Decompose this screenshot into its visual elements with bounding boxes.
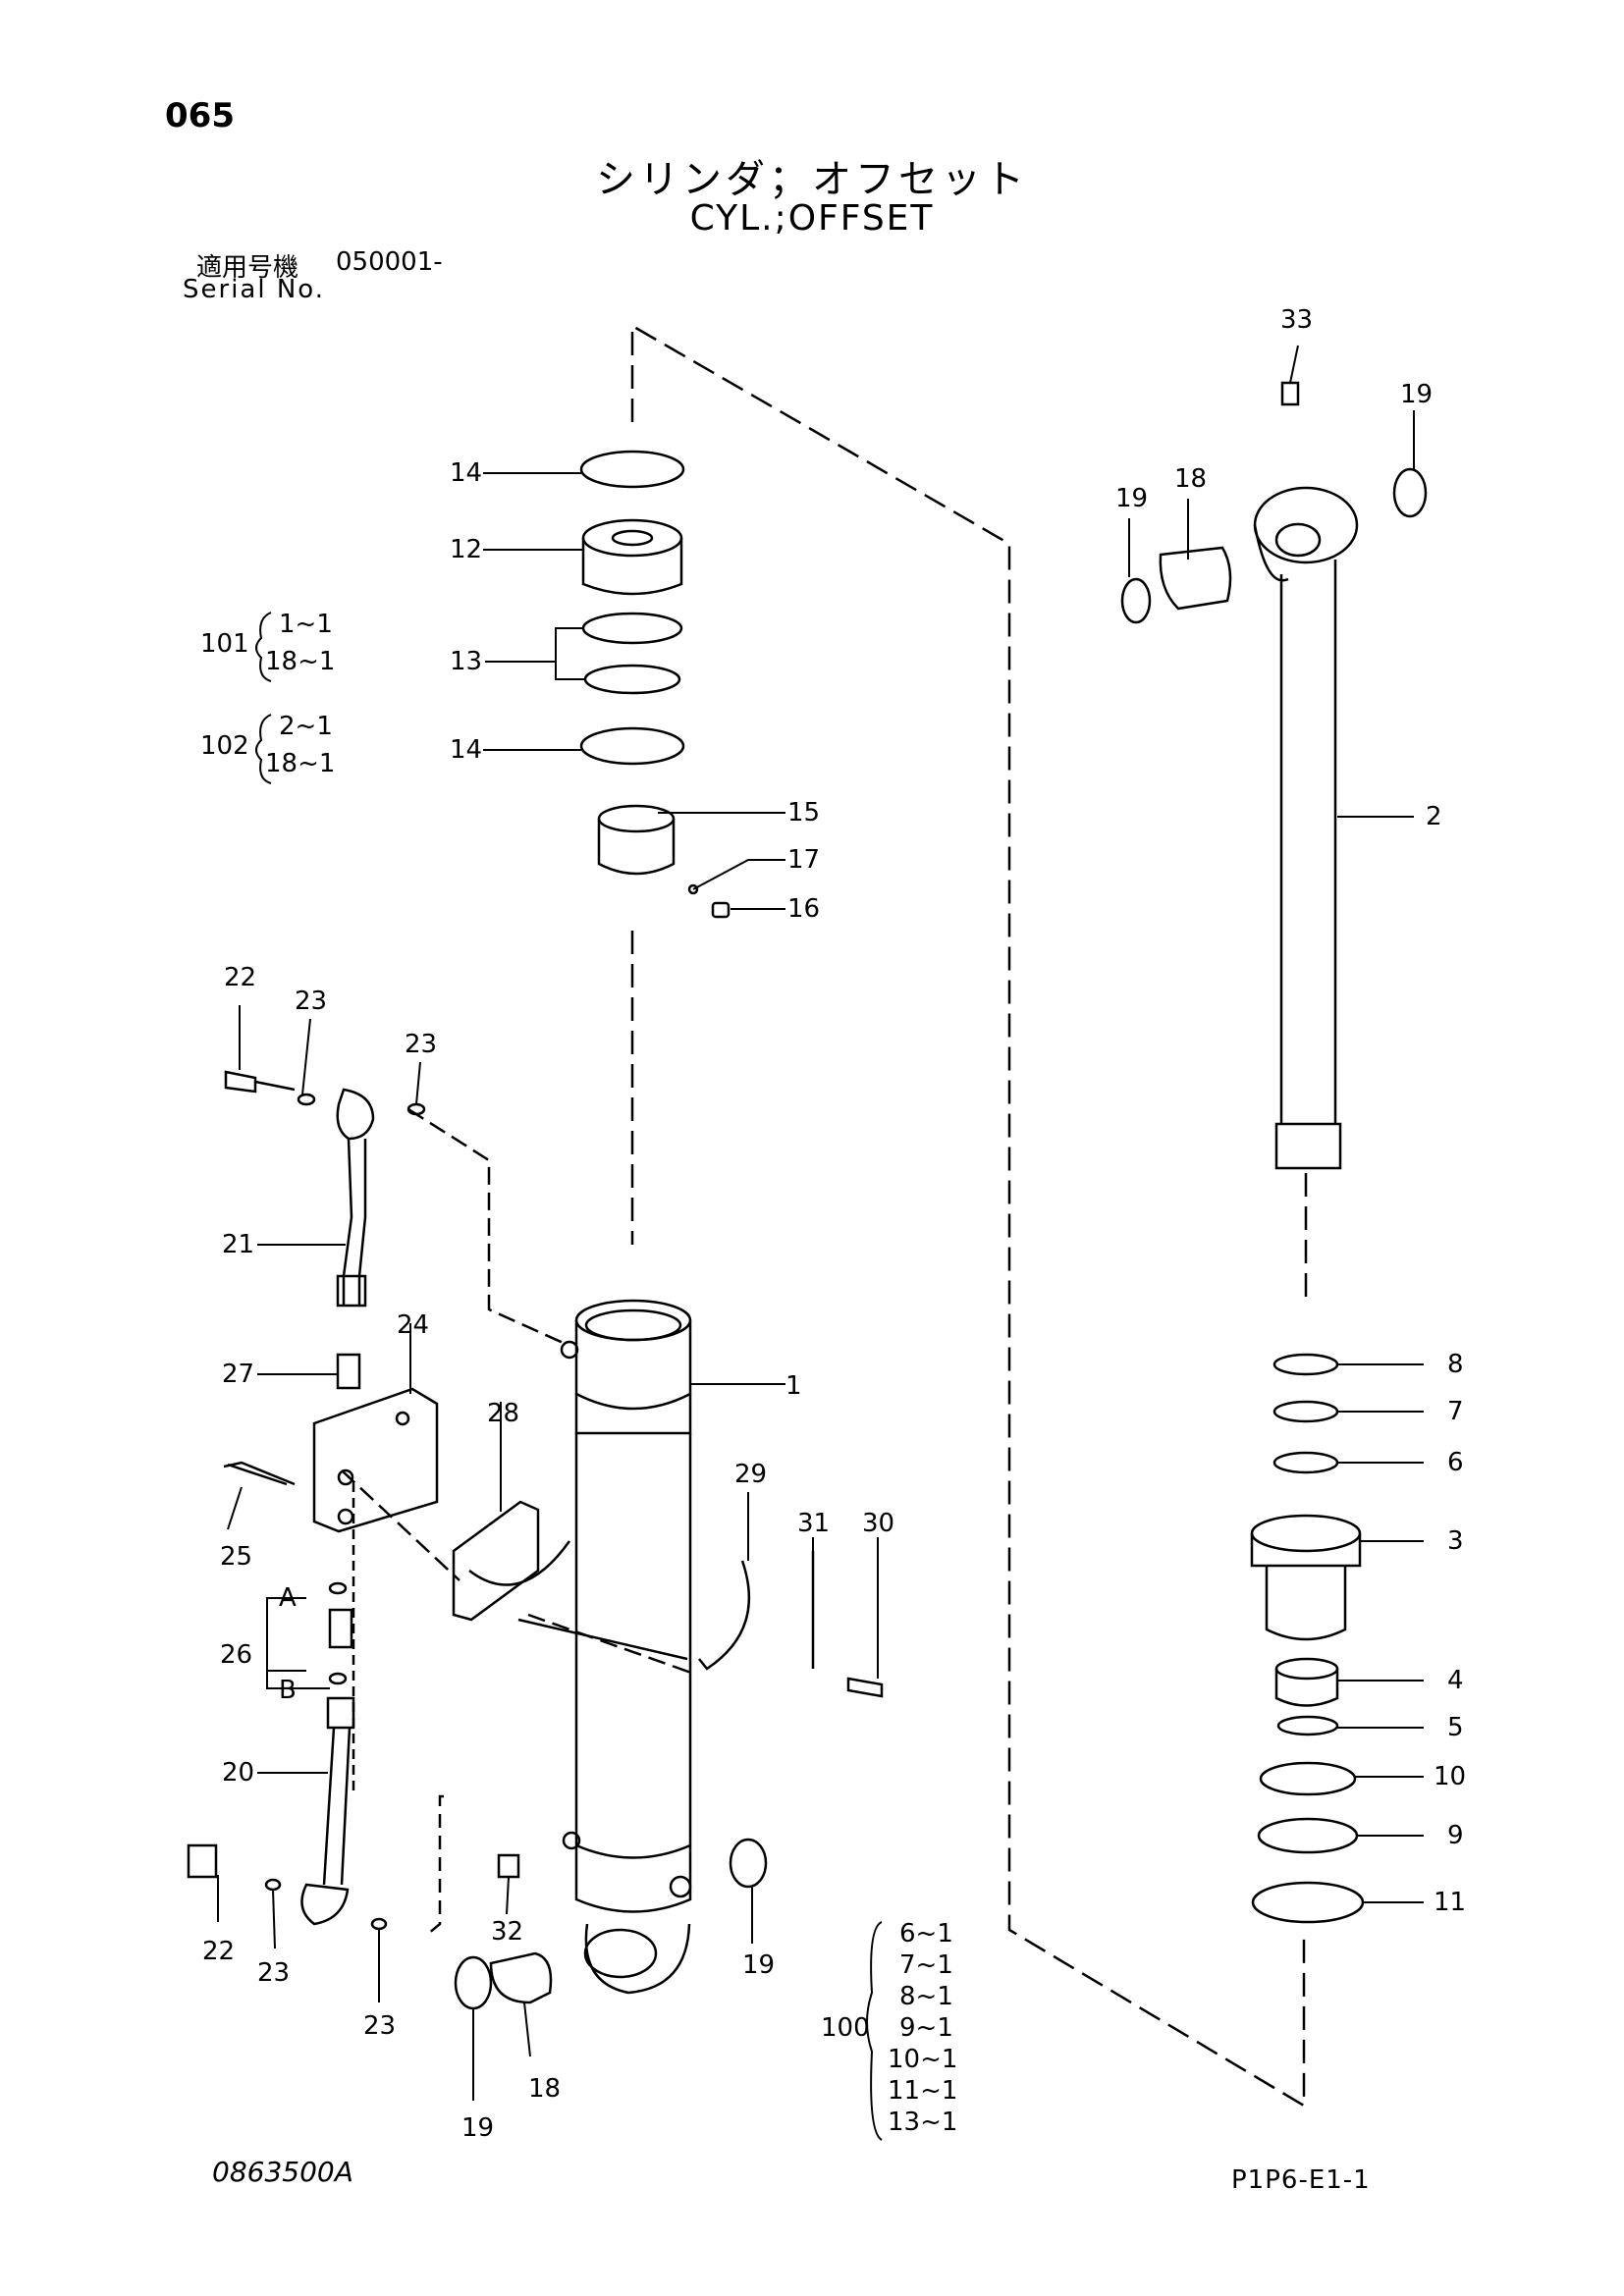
kit-101-item: 1~1 bbox=[279, 610, 333, 639]
callout-33: 33 bbox=[1280, 305, 1313, 335]
kit-100: 100 6~1 7~1 8~1 9~1 10~1 11~1 13~1 bbox=[821, 1919, 957, 2141]
sheet-code: P1P6-E1-1 bbox=[1231, 2165, 1371, 2195]
callout-4: 4 bbox=[1447, 1666, 1464, 1695]
kit-101: 101 1~1 18~1 bbox=[200, 610, 335, 682]
callout-23-b: 23 bbox=[405, 1030, 437, 1059]
callout-23-c: 23 bbox=[257, 1958, 290, 1988]
callout-labels: 1 2 3 4 5 6 7 8 9 10 11 12 13 14 14 15 1… bbox=[202, 305, 1466, 2143]
callout-9: 9 bbox=[1447, 1821, 1464, 1850]
callout-28: 28 bbox=[487, 1399, 519, 1428]
title-english: CYL.;OFFSET bbox=[689, 198, 935, 239]
kit-101-item: 18~1 bbox=[265, 647, 335, 676]
callout-10: 10 bbox=[1434, 1762, 1466, 1791]
kit-100-item: 9~1 bbox=[899, 2013, 953, 2043]
callout-5: 5 bbox=[1447, 1713, 1464, 1742]
callout-19-lower-right: 19 bbox=[742, 1950, 775, 1980]
callout-23-d: 23 bbox=[363, 2011, 396, 2041]
serial-label-english: Serial No. bbox=[183, 275, 325, 304]
kit-102: 102 2~1 18~1 bbox=[200, 712, 335, 784]
callout-31: 31 bbox=[797, 1509, 830, 1538]
assembly-frame bbox=[341, 323, 1308, 2109]
drawing-number: 0863500A bbox=[212, 2156, 353, 2188]
callout-20: 20 bbox=[222, 1758, 254, 1788]
piston-rod bbox=[1253, 486, 1359, 1170]
callout-22-top: 22 bbox=[224, 963, 256, 992]
callout-25: 25 bbox=[220, 1542, 252, 1572]
callout-32: 32 bbox=[491, 1917, 523, 1947]
callout-15: 15 bbox=[787, 798, 820, 828]
point-label-b: B bbox=[279, 1676, 297, 1705]
callout-3: 3 bbox=[1447, 1526, 1464, 1556]
kit-100-item: 6~1 bbox=[899, 1919, 953, 1949]
callout-8: 8 bbox=[1447, 1350, 1464, 1379]
callout-18-top: 18 bbox=[1174, 464, 1207, 494]
callout-22-bottom: 22 bbox=[202, 1937, 235, 1966]
callout-13: 13 bbox=[450, 647, 482, 676]
callout-16: 16 bbox=[787, 894, 820, 924]
callout-6: 6 bbox=[1447, 1448, 1464, 1477]
callout-23-a: 23 bbox=[295, 987, 327, 1016]
cylinder-tube bbox=[560, 1299, 692, 1995]
rod-seals-stack bbox=[1250, 1353, 1365, 1924]
callout-14-bottom: 14 bbox=[450, 735, 482, 765]
clamps-and-bolt bbox=[223, 1461, 884, 1698]
page-number: 065 bbox=[165, 96, 235, 135]
callout-1: 1 bbox=[785, 1371, 802, 1401]
callout-27: 27 bbox=[222, 1360, 254, 1389]
callout-12: 12 bbox=[450, 535, 482, 564]
callout-30: 30 bbox=[862, 1509, 894, 1538]
kit-100-item: 8~1 bbox=[899, 1982, 953, 2011]
callout-19-left: 19 bbox=[1115, 484, 1148, 513]
callout-21: 21 bbox=[222, 1230, 254, 1259]
callout-11: 11 bbox=[1434, 1888, 1466, 1917]
hoses-and-fittings bbox=[187, 1070, 520, 1931]
callout-14-top: 14 bbox=[450, 458, 482, 488]
kit-101-label: 101 bbox=[200, 629, 249, 659]
gland-parts bbox=[579, 450, 731, 919]
callout-26: 26 bbox=[220, 1640, 252, 1670]
serial-label-japanese: 適用号機 bbox=[196, 253, 299, 283]
kit-100-label: 100 bbox=[821, 2013, 870, 2043]
callout-29: 29 bbox=[734, 1460, 767, 1489]
kit-102-item: 2~1 bbox=[279, 712, 333, 741]
callout-7: 7 bbox=[1447, 1397, 1464, 1426]
kit-102-item: 18~1 bbox=[265, 749, 335, 778]
serial-code: 050001- bbox=[336, 247, 443, 277]
point-label-a: A bbox=[279, 1583, 297, 1613]
kit-102-label: 102 bbox=[200, 731, 249, 761]
callout-17: 17 bbox=[787, 845, 820, 875]
callout-2: 2 bbox=[1426, 802, 1442, 831]
kit-100-item: 11~1 bbox=[888, 2076, 957, 2106]
callout-24: 24 bbox=[397, 1310, 429, 1340]
kit-100-item: 10~1 bbox=[888, 2045, 957, 2074]
callout-19-right: 19 bbox=[1400, 380, 1433, 409]
leader-lines bbox=[217, 345, 1424, 2101]
callout-19-lower-left: 19 bbox=[461, 2113, 494, 2143]
kit-100-item: 7~1 bbox=[899, 1950, 953, 1980]
title-japanese: シリンダ；オフセット bbox=[596, 157, 1028, 202]
callout-18-bottom: 18 bbox=[528, 2074, 561, 2104]
kit-100-item: 13~1 bbox=[888, 2108, 957, 2137]
